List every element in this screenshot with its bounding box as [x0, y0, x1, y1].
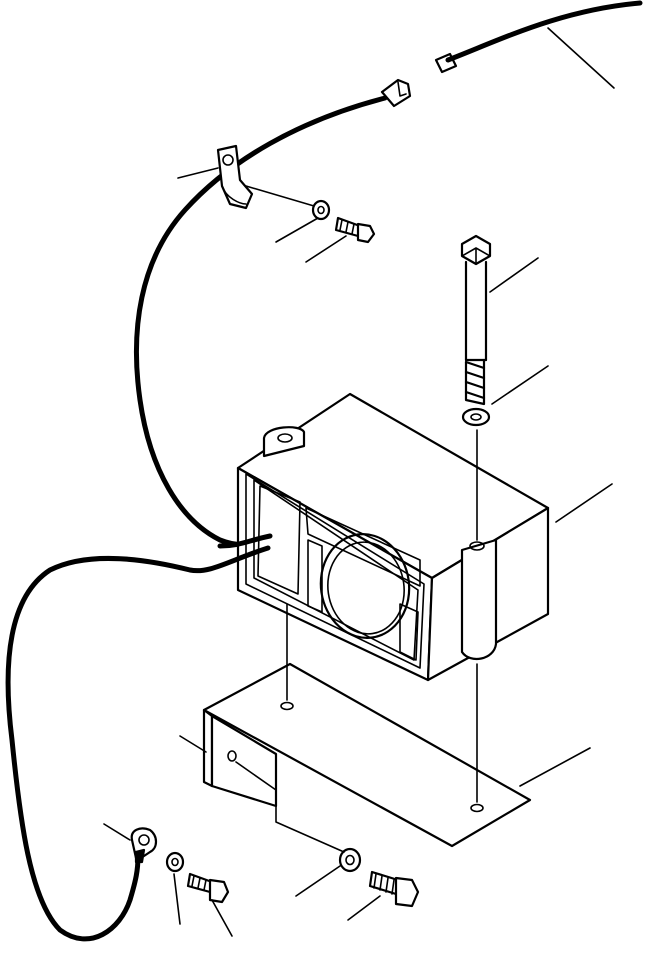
wire-harness-upper: [134, 0, 643, 548]
leader-lines: [103, 27, 615, 937]
bracket-bolt: [368, 870, 420, 908]
mount-washer: [461, 407, 491, 427]
ground-lead: [5, 533, 273, 942]
ground-washer: [165, 851, 185, 873]
long-mount-bolt: [460, 234, 492, 406]
ground-terminal: [130, 827, 158, 864]
alarm-housing: [236, 392, 550, 682]
ground-bolt: [186, 872, 230, 904]
clip-bolt: [334, 216, 376, 244]
alignment-lines: [235, 185, 478, 853]
wire-clip: [216, 144, 254, 210]
harness-connector: [380, 78, 412, 108]
mounting-bracket: [202, 662, 532, 848]
bracket-washer: [338, 847, 362, 873]
clip-washer: [311, 199, 331, 221]
